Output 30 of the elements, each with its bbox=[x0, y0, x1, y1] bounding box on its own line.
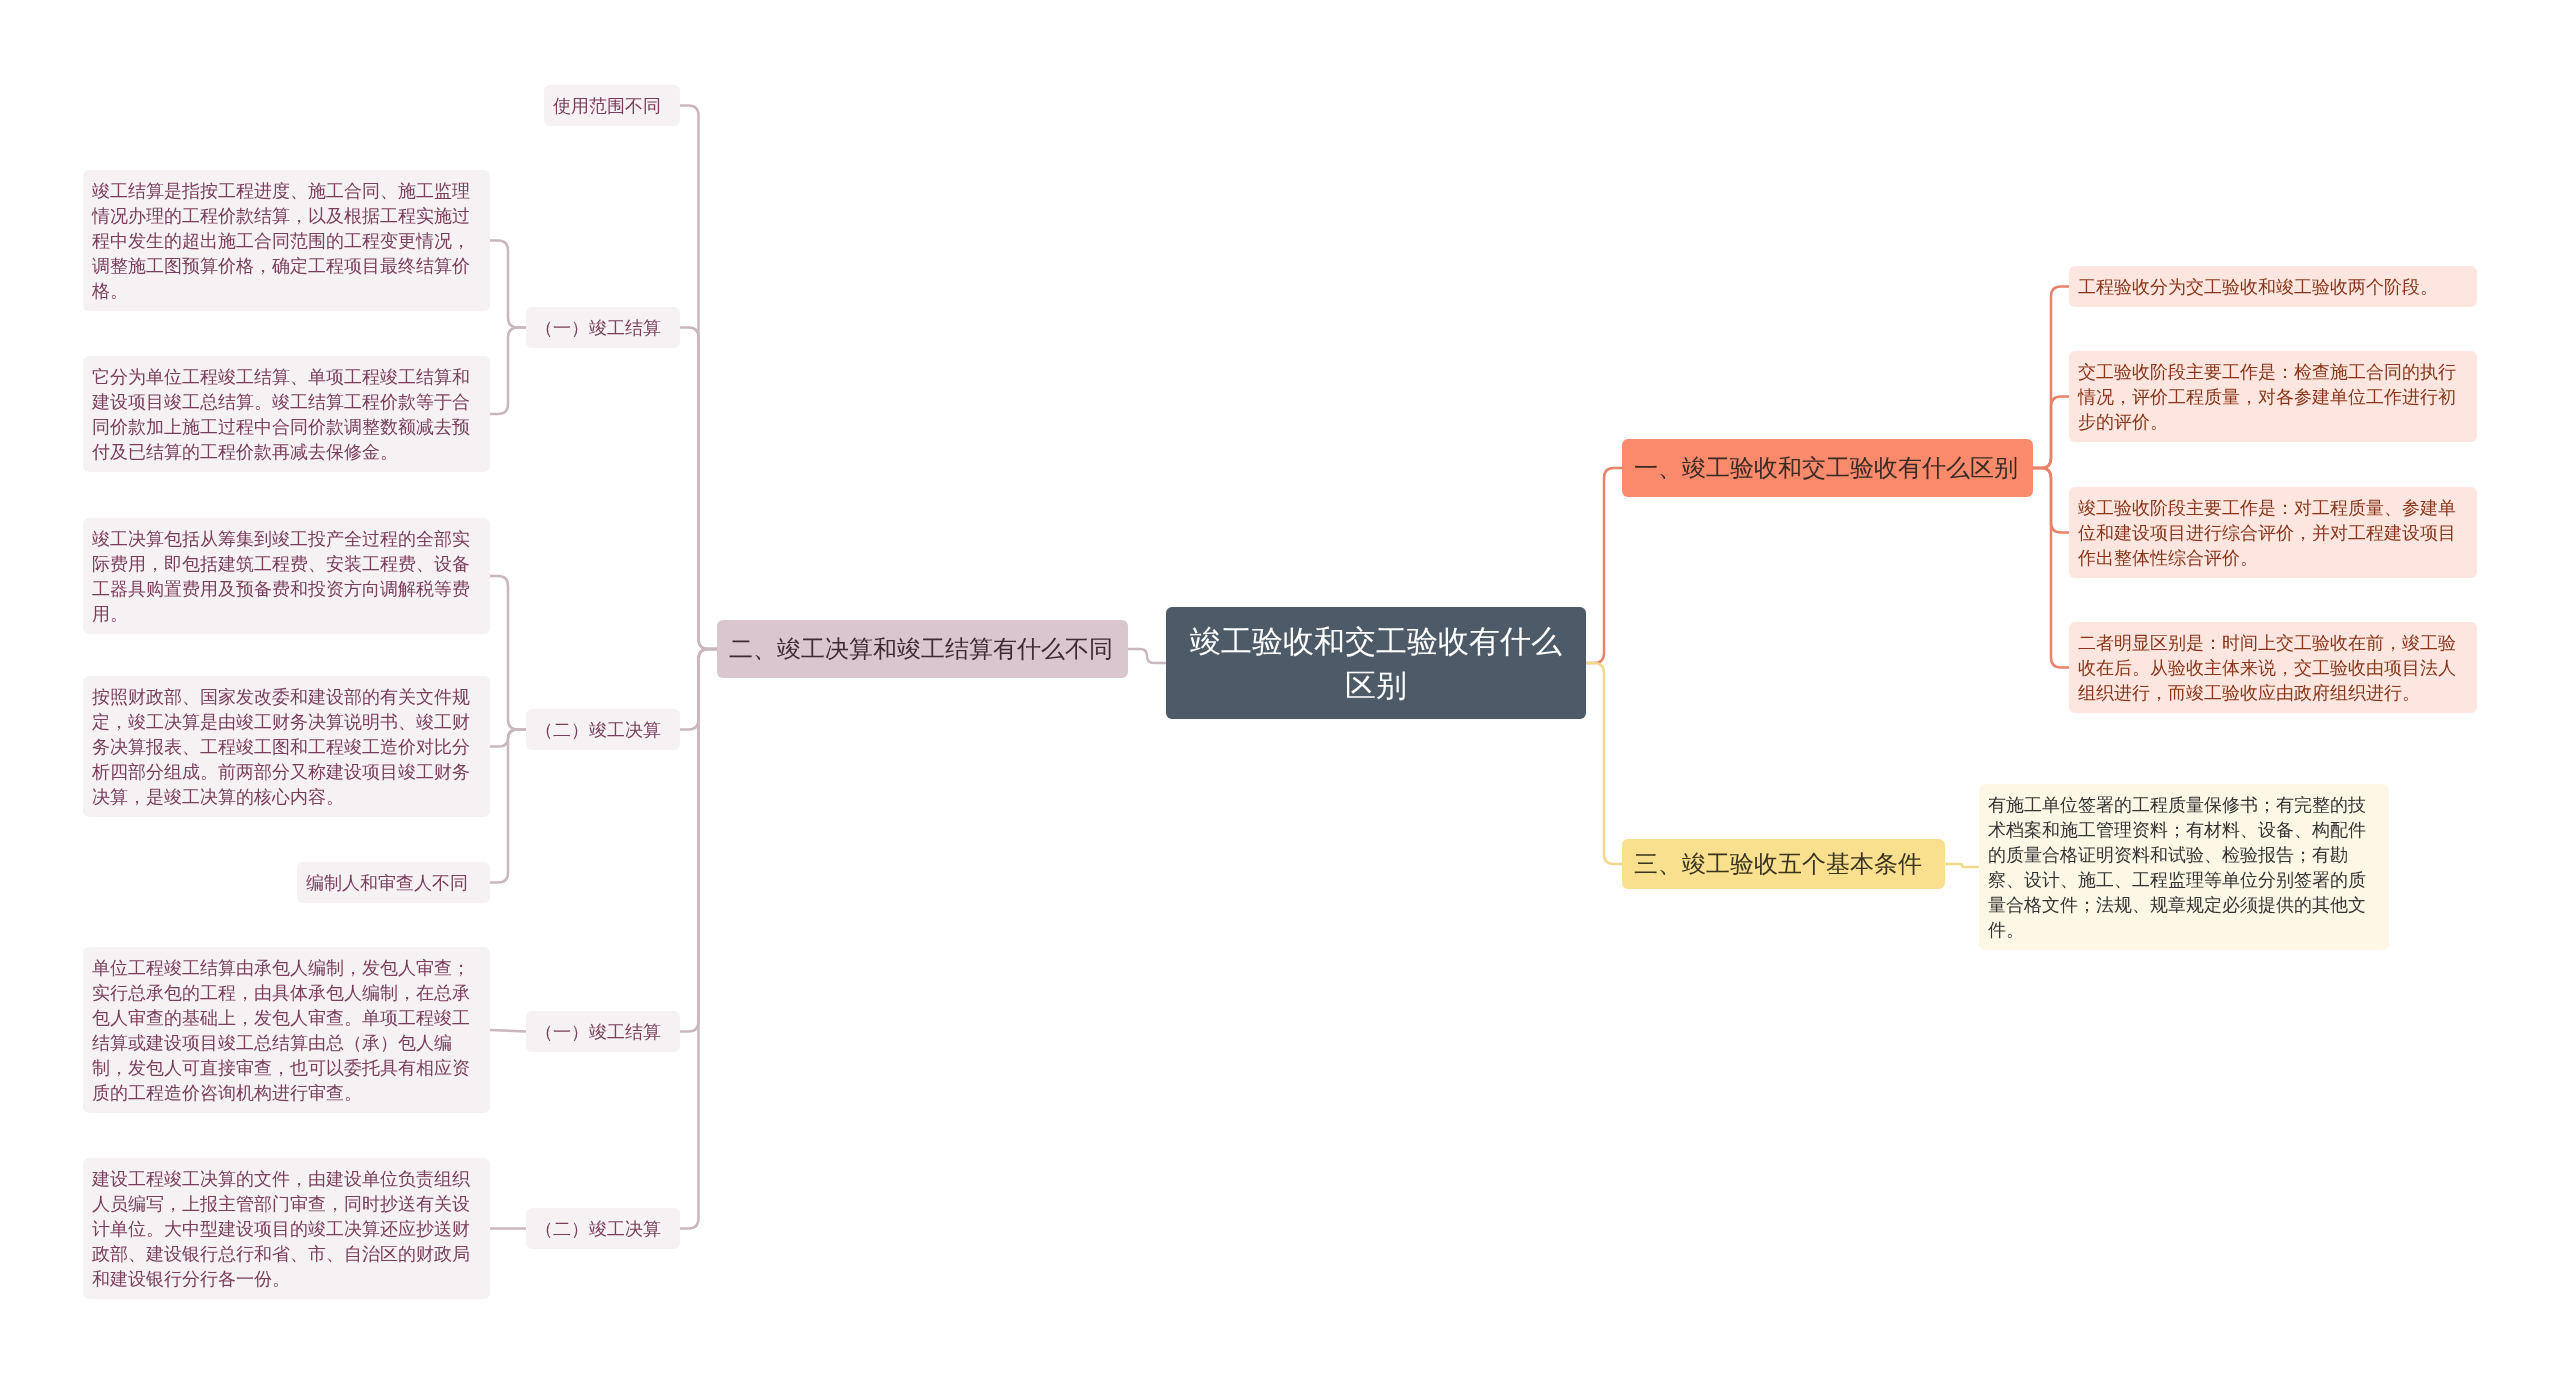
subtopic: 工程验收分为交工验收和竣工验收两个阶段。 bbox=[2069, 266, 2477, 307]
connector-line bbox=[1128, 647, 1166, 665]
connector-line bbox=[489, 1028, 527, 1033]
subtopic: 竣工结算是指按工程进度、施工合同、施工监理情况办理的工程价款结算，以及根据工程实施过程中发生的超出施工合同范围的工程变更情况，调整施工图预算价格，确定工程项目最终结算价格。 bbox=[83, 170, 490, 311]
subtopic: （一）竣工结算 bbox=[526, 307, 680, 348]
subtopic: 编制人和审查人不同 bbox=[297, 862, 490, 903]
subtopic: （一）竣工结算 bbox=[526, 1011, 680, 1052]
connector-line bbox=[490, 1227, 526, 1230]
subtopic: （二）竣工决算 bbox=[526, 709, 680, 750]
main-topic: 三、竣工验收五个基本条件 bbox=[1622, 839, 1945, 889]
subtopic: 单位工程竣工结算由承包人编制，发包人审查；实行总承包的工程，由具体承包人编制，在总承包人审查的基础上，发包人审查。单项工程竣工结算或建设项目竣工总结算由总（承）包人编制，发包人可直接审查，也可以委托具有相应资质的工程造价咨询机构进行审查。 bbox=[83, 947, 490, 1113]
subtopic: 有施工单位签署的工程质量保修书；有完整的技术档案和施工管理资料；有材料、设备、构配件的质量合格证明资料和试验、检验报告；有勘察、设计、施工、工程监理等单位分别签署的质量合格文件；法规、规章规定必须提供的其他文件。 bbox=[1979, 784, 2389, 950]
subtopic: 竣工验收阶段主要工作是：对工程质量、参建单位和建设项目进行综合评价，并对工程建设项目作出整体性综合评价。 bbox=[2069, 487, 2477, 578]
connector-line bbox=[1586, 661, 1622, 866]
central-topic: 竣工验收和交工验收有什么区别 bbox=[1166, 607, 1586, 719]
connector-line bbox=[2033, 466, 2069, 669]
subtopic: 交工验收阶段主要工作是：检查施工合同的执行情况，评价工程质量，对各参建单位工作进行初步的评价。 bbox=[2069, 351, 2477, 442]
connector-line bbox=[490, 728, 526, 884]
subtopic: 它分为单位工程竣工结算、单项工程竣工结算和建设项目竣工总结算。竣工结算工程价款等于合同价款加上施工过程中合同价款调整数额减去预付及已结算的工程价款再减去保修金。 bbox=[83, 356, 490, 472]
connector-line bbox=[490, 326, 526, 416]
subtopic: 按照财政部、国家发改委和建设部的有关文件规定，竣工决算是由竣工财务决算说明书、竣工财务决算报表、工程竣工图和工程竣工造价对比分析四部分组成。前两部分又称建设项目竣工财务决算，是竣工决算的核心内容。 bbox=[83, 676, 490, 817]
connector-line bbox=[1945, 862, 1979, 869]
subtopic: （二）竣工决算 bbox=[526, 1208, 680, 1249]
subtopic: 竣工决算包括从筹集到竣工投产全过程的全部实际费用，即包括建筑工程费、安装工程费、设备工器具购置费用及预备费和投资方向调解税等费用。 bbox=[83, 518, 490, 634]
subtopic: 使用范围不同 bbox=[544, 85, 680, 126]
connector-line bbox=[680, 647, 717, 1230]
main-topic: 一、竣工验收和交工验收有什么区别 bbox=[1622, 439, 2033, 497]
subtopic: 二者明显区别是：时间上交工验收在前，竣工验收在后。从验收主体来说，交工验收由项目法人组织进行，而竣工验收应由政府组织进行。 bbox=[2069, 622, 2477, 713]
subtopic: 建设工程竣工决算的文件，由建设单位负责组织人员编写，上报主管部门审查，同时抄送有关设计单位。大中型建设项目的竣工决算还应抄送财政部、建设银行总行和省、市、自治区的财政局和建设银行分行各一份。 bbox=[83, 1158, 490, 1299]
main-topic: 二、竣工决算和竣工结算有什么不同 bbox=[717, 620, 1128, 678]
